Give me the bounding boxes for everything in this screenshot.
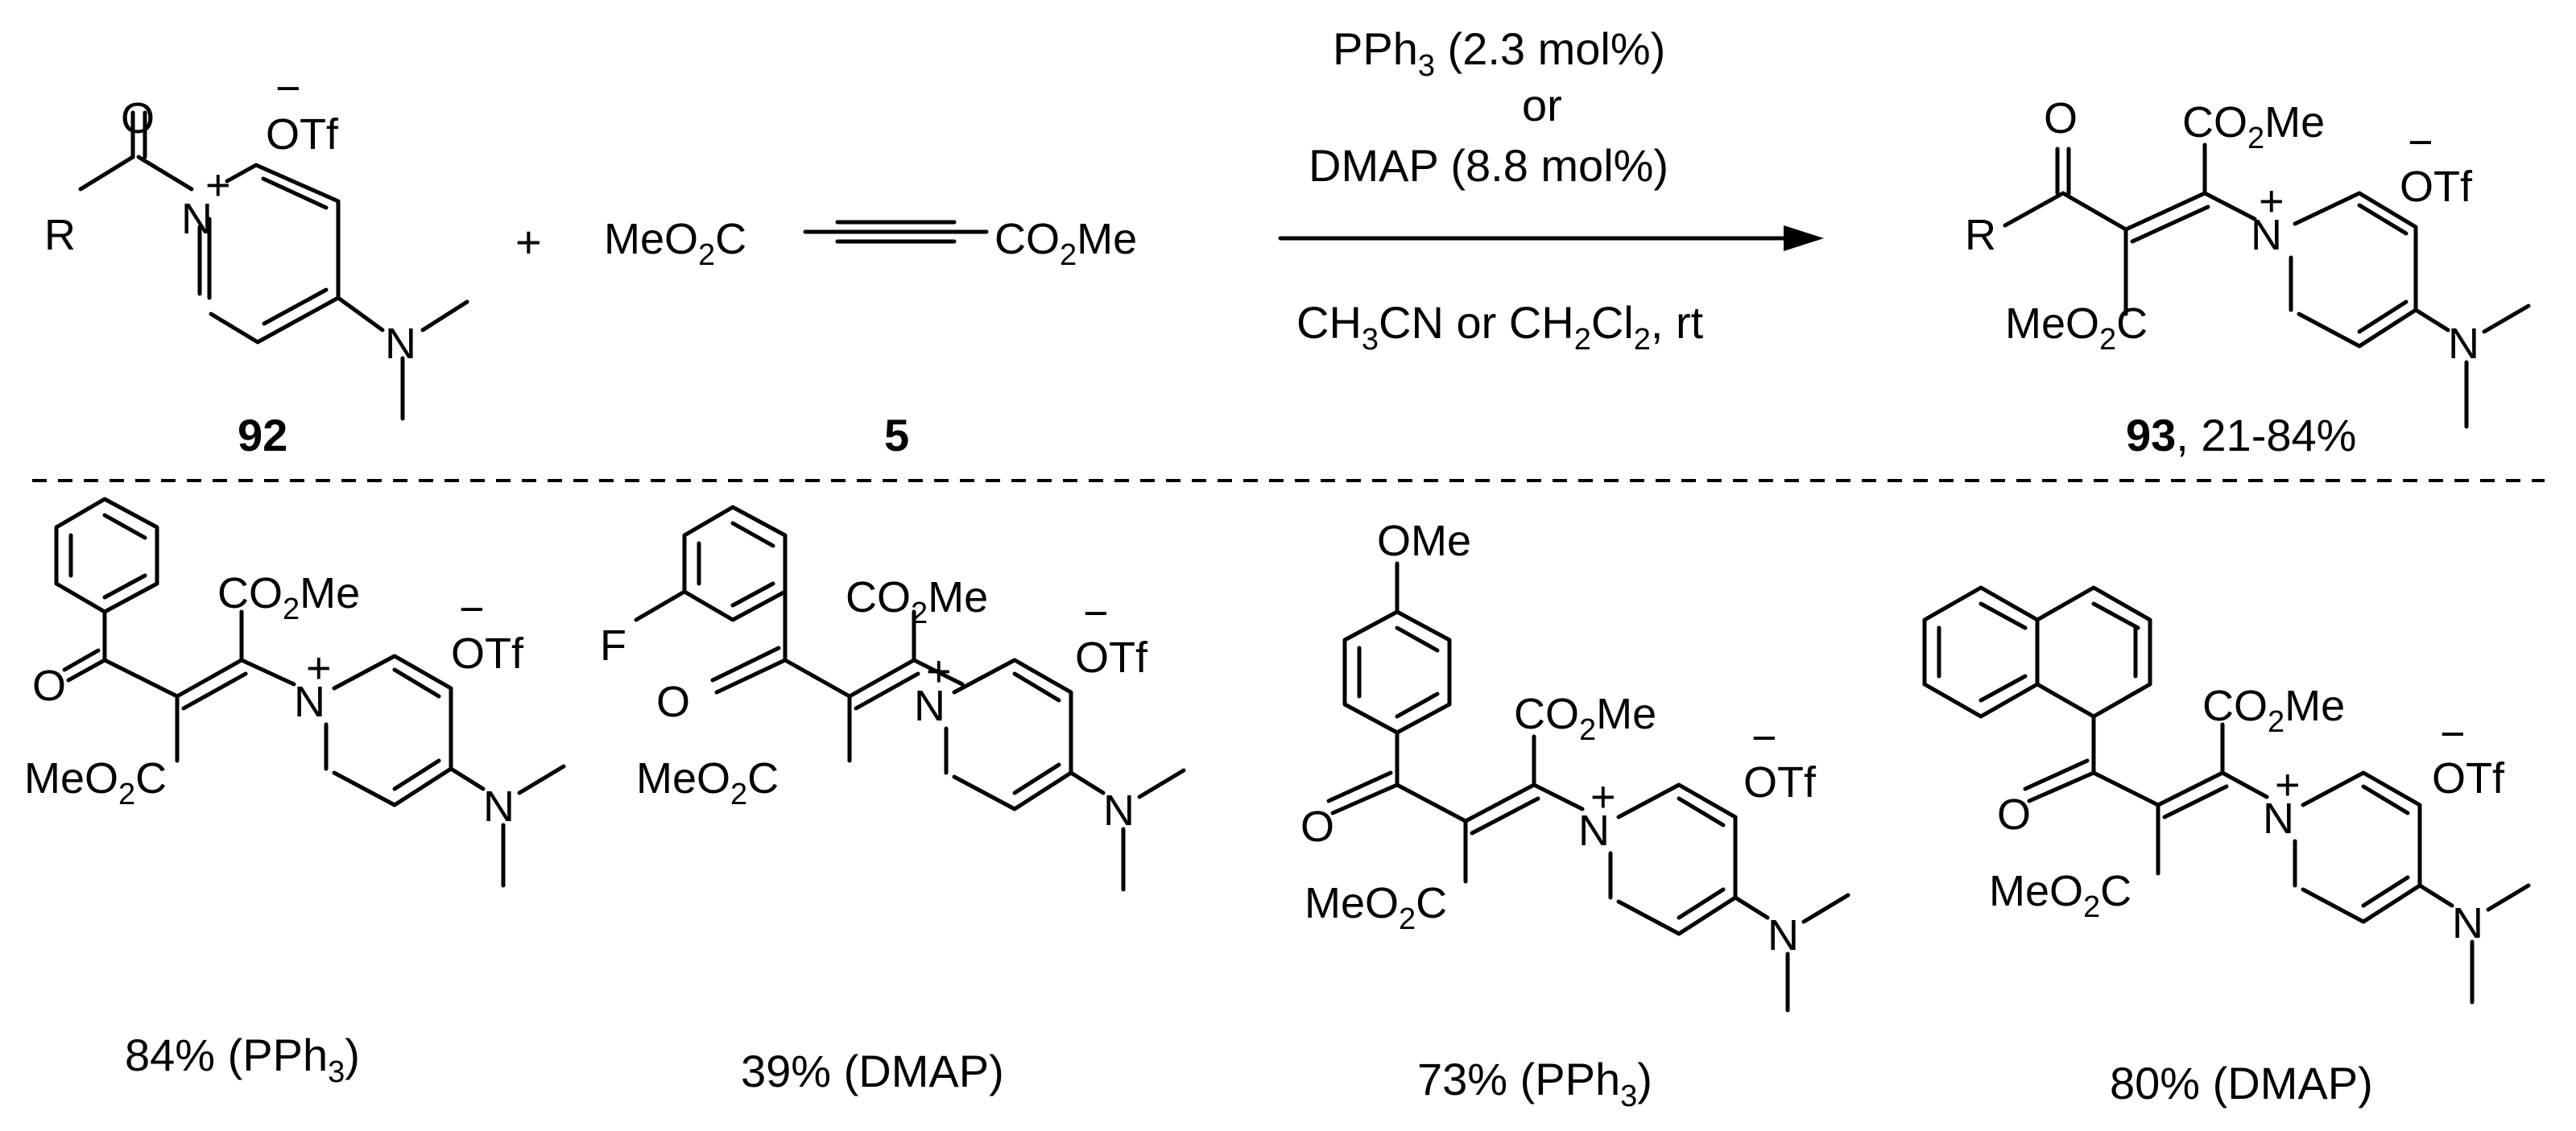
- svg-text:CO2Me: CO2Me: [217, 569, 360, 626]
- atom-n: N: [385, 320, 416, 368]
- atom-n-plus: N: [2251, 211, 2282, 259]
- charge-plus: +: [926, 647, 952, 696]
- example-2-structure: F O CO2Me MeO2C N + N − OTf: [600, 505, 1186, 892]
- yield-range: , 21-84%: [2176, 410, 2356, 460]
- condition-solvent: CH: [1296, 297, 1362, 348]
- co2me-label: CO: [1514, 690, 1579, 738]
- atom-o: O: [121, 94, 155, 142]
- reagent-5-structure: MeO2C CO2Me: [604, 215, 1137, 272]
- svg-text:MeO2C: MeO2C: [24, 754, 167, 811]
- atom-o: O: [2044, 94, 2078, 142]
- atom-n: N: [1768, 911, 1799, 960]
- charge-minus: −: [459, 585, 485, 634]
- svg-text:CO2Me: CO2Me: [2182, 98, 2325, 155]
- svg-text:73% (PPh3): 73% (PPh3): [1417, 1054, 1652, 1113]
- atom-n: N: [2448, 320, 2479, 368]
- svg-text:CO2Me: CO2Me: [846, 573, 988, 630]
- atom-f: F: [600, 621, 626, 670]
- svg-text:80% (DMAP): 80% (DMAP): [2110, 1058, 2373, 1108]
- counterion-otf: OTf: [451, 629, 524, 678]
- atom-n-plus: N: [2263, 795, 2294, 843]
- atom-o: O: [32, 662, 66, 710]
- meo2c-label: MeO: [1305, 879, 1399, 927]
- condition-or: or: [1522, 80, 1562, 130]
- yield-example-1: 84%: [125, 1030, 215, 1080]
- svg-text:MeO2C: MeO2C: [636, 754, 779, 811]
- meo2c-label: MeO: [24, 754, 118, 803]
- svg-text:93, 21-84%: 93, 21-84%: [2126, 410, 2356, 460]
- svg-text:MeO2C: MeO2C: [604, 215, 746, 272]
- atom-r: R: [1965, 211, 1996, 259]
- atom-n-plus: N: [914, 682, 945, 730]
- arrow-head: [1784, 225, 1824, 251]
- charge-minus: −: [2408, 118, 2433, 167]
- charge-plus: +: [2275, 761, 2301, 809]
- atom-n: N: [2452, 899, 2483, 947]
- svg-text:CO2Me: CO2Me: [2202, 682, 2345, 739]
- co2me-label: CO: [2182, 98, 2247, 147]
- charge-plus: +: [2259, 177, 2284, 225]
- atom-n-plus: N: [294, 678, 325, 726]
- svg-text:CH3CN or CH2Cl2, rt: CH3CN or CH2Cl2, rt: [1296, 297, 1704, 357]
- counterion-otf: OTf: [1743, 758, 1817, 807]
- atom-r: R: [44, 211, 76, 259]
- atom-ome: OMe: [1377, 517, 1471, 565]
- charge-plus: +: [1590, 773, 1616, 821]
- svg-text:PPh3 (2.3 mol%): PPh3 (2.3 mol%): [1333, 23, 1665, 83]
- co2me-label-a: CO: [994, 215, 1060, 263]
- condition-pph3: PPh: [1333, 23, 1418, 74]
- atom-o: O: [656, 678, 690, 726]
- co2me-label: CO: [846, 573, 911, 621]
- charge-minus: −: [1083, 589, 1109, 638]
- atom-n-plus: N: [1578, 807, 1610, 855]
- counterion-otf: OTf: [266, 110, 339, 159]
- product-93-structure: O R CO2Me MeO2C N + N − OTf: [1965, 94, 2531, 429]
- svg-text:CO2Me: CO2Me: [994, 215, 1137, 272]
- example-4-structure: O CO2Me MeO2C N + N − OTf: [1922, 585, 2531, 1005]
- svg-text:CO2Me: CO2Me: [1514, 690, 1656, 747]
- atom-n: N: [1103, 786, 1135, 835]
- atom-o: O: [1300, 803, 1334, 851]
- meo2c-label: MeO: [2005, 299, 2099, 348]
- charge-plus: +: [306, 644, 332, 692]
- atom-n-plus: N: [181, 195, 213, 243]
- compound-number-92: 92: [238, 410, 287, 460]
- svg-text:MeO2C: MeO2C: [1989, 867, 2132, 924]
- meo2c-label: MeO: [1989, 867, 2083, 915]
- yield-example-2: 39%: [741, 1046, 831, 1096]
- counterion-otf: OTf: [2400, 163, 2473, 211]
- reaction-conditions: PPh3 (2.3 mol%) or DMAP (8.8 mol%) CH3CN…: [1278, 23, 1824, 357]
- atom-n: N: [483, 782, 515, 831]
- svg-text:MeO2C: MeO2C: [1305, 879, 1447, 936]
- co2me-label: CO: [2202, 682, 2268, 730]
- svg-text:84% (PPh3): 84% (PPh3): [125, 1030, 360, 1089]
- charge-minus: −: [2440, 710, 2466, 758]
- compound-number-5: 5: [884, 410, 909, 460]
- meo2c-label-a: MeO: [604, 215, 698, 263]
- condition-dmap: DMAP (8.8 mol%): [1309, 140, 1668, 191]
- co2me-label: CO: [217, 569, 283, 617]
- yield-example-4: 80%: [2110, 1058, 2200, 1108]
- atom-o: O: [1997, 790, 2031, 839]
- compound-number-93: 93: [2126, 410, 2176, 460]
- plus-sign: +: [515, 217, 542, 267]
- svg-text:MeO2C: MeO2C: [2005, 299, 2148, 357]
- charge-minus: −: [275, 64, 301, 113]
- reagent-92-structure: O R N + N − OTf: [44, 64, 469, 421]
- meo2c-label: MeO: [636, 754, 730, 803]
- example-1-structure: O CO2Me MeO2C N + N − OTf: [24, 497, 566, 888]
- counterion-otf: OTf: [1075, 634, 1148, 682]
- counterion-otf: OTf: [2432, 754, 2505, 803]
- yield-example-3: 73%: [1417, 1054, 1507, 1104]
- charge-plus: +: [205, 161, 231, 209]
- example-3-structure: OMe O CO2Me MeO2C N + N − OTf: [1300, 517, 1850, 1013]
- svg-text:39% (DMAP): 39% (DMAP): [741, 1046, 1004, 1096]
- charge-minus: −: [1751, 714, 1777, 762]
